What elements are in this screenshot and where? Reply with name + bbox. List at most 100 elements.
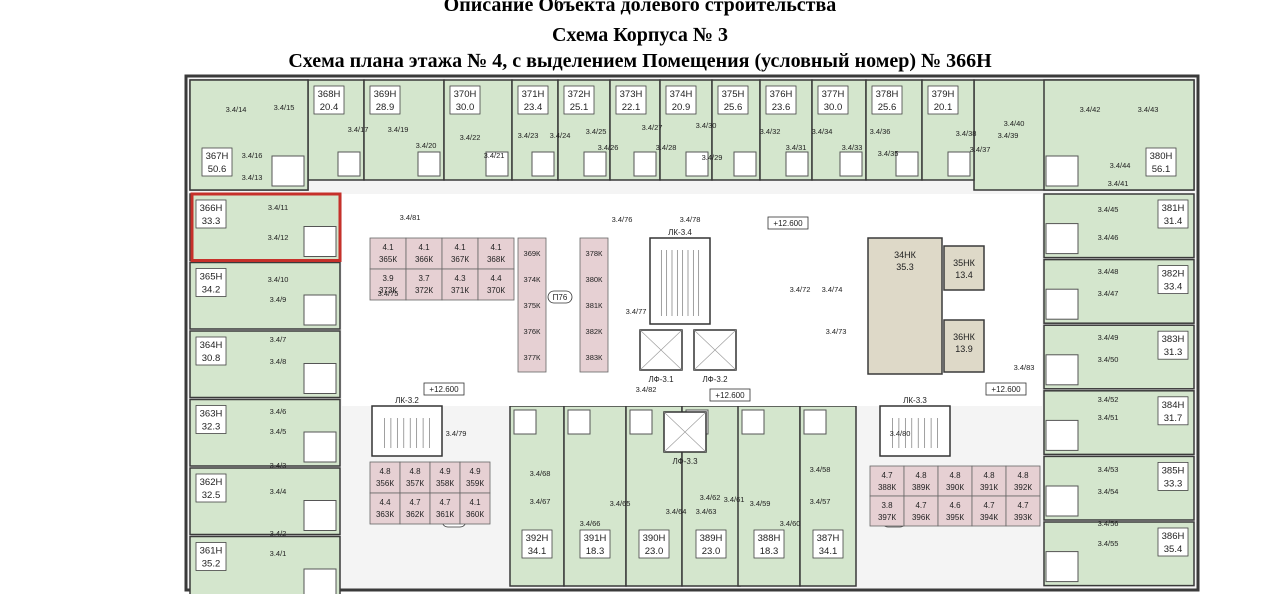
room-code: 3.4/54 [1098,487,1119,496]
storage-area: 4.7 [1017,501,1029,510]
bathroom [1045,223,1079,255]
storage-column [517,237,547,373]
room-code: 3.4/63 [696,507,717,516]
room-code: 3.4/80 [890,429,911,438]
storage-area: 3.8 [881,501,893,510]
elevation-box [423,382,465,396]
storage-cell [429,461,461,494]
room-code: 3.4/40 [1004,119,1025,128]
bathroom [417,151,441,177]
bathroom [1045,419,1079,451]
storage-area: 4.7 [881,471,893,480]
room-code: 3.4/60 [780,519,801,528]
room-code: 3.4/5 [270,427,287,436]
storage-area: 4.7 [915,501,927,510]
unit-area: 20.1 [934,102,953,113]
storage-number: 377К [524,353,542,362]
elevation-value: +12.600 [715,391,745,400]
elevation-value: +12.600 [773,219,803,228]
unit-label-box [579,529,611,559]
unit-label-box [195,336,227,366]
elevation-mark: +12.600 [767,216,809,230]
room-code: 3.4/34 [812,127,833,136]
storage-number: 363К [376,510,394,519]
room-code: 3.4/55 [1098,539,1119,548]
unit-number: 365Н [200,272,223,283]
bathroom [531,151,555,177]
unit-label-box [638,529,670,559]
unit-number: 379Н [932,89,955,100]
room-code: 3.4/37 [970,145,991,154]
stair-label: ЛК-3.3 [903,396,927,405]
storage-area: 4.1 [490,243,502,252]
unit-area: 50.6 [208,164,227,175]
room-code: 3.4/23 [518,131,539,140]
storage-number: 366К [415,255,433,264]
unit-label-box [1157,199,1189,229]
room-code: 3.4/50 [1098,355,1119,364]
unit-area: 18.3 [586,546,605,557]
lift-cross [693,329,737,371]
storage-number: 367К [451,255,469,264]
unit-number: 371Н [522,89,545,100]
storage-number: 391К [980,483,998,492]
unit-label-box [1157,330,1189,360]
commercial-number: 34НК [894,250,917,260]
apartment-unit: 371Н 23.4 [511,79,559,181]
room-code: 3.4/41 [1108,179,1129,188]
commercial-number: 35НК [953,258,976,268]
room-code: 3.4/78 [680,215,701,224]
unit-area: 23.4 [524,102,543,113]
storage-number: 361К [436,510,454,519]
storage-area: 4.8 [983,471,995,480]
storage-number: 381К [586,301,604,310]
storage-cell [1005,495,1041,527]
storage-area: 4.1 [418,243,430,252]
unit-area: 33.3 [1164,478,1183,489]
storage-number: 392К [1014,483,1032,492]
unit-area: 23.6 [772,102,791,113]
bathroom [741,409,765,435]
storage-area: 4.7 [439,498,451,507]
storage-area: 4.8 [379,467,391,476]
storage-cell [369,268,407,301]
unit-number: 361Н [200,546,223,557]
room-code: 3.4/76 [612,215,633,224]
unit-label-box [201,147,233,177]
bathroom [303,431,337,463]
unit-number: 367Н [206,151,229,162]
storage-number: 380К [586,275,604,284]
bathroom [303,363,337,394]
unit-number: 384Н [1162,400,1185,411]
building-scheme-title: Схема Корпуса № 3 [551,24,729,46]
unit-number: 370Н [454,89,477,100]
commercial-unit [943,245,985,291]
unit-number: 387Н [817,533,840,544]
unit-area: 30.0 [824,102,843,113]
unit-area: 33.3 [202,216,221,227]
storage-cell [369,237,407,270]
room-code: 3.4/62 [700,493,721,502]
unit-label-box [1157,461,1189,491]
unit-label-box [1145,147,1177,177]
unit-number: 385Н [1162,465,1185,476]
bathroom [633,151,657,177]
room-code: 3.4/58 [810,465,831,474]
unit-number: 380Н [1150,151,1173,162]
room-code: 3.4/4 [270,487,287,496]
bathroom [1045,155,1079,187]
room-code: 3.4/19 [388,125,409,134]
unit-number: 388Н [758,533,781,544]
storage-number: 370К [487,286,505,295]
